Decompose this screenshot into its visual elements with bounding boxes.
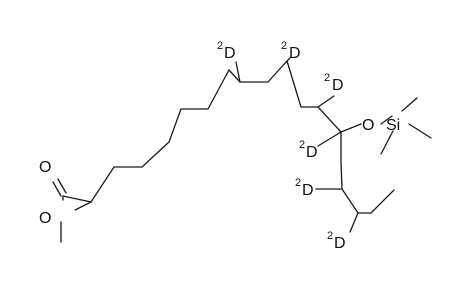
label-d-c15: D — [302, 182, 314, 199]
isotope-c10: 2 — [217, 40, 223, 52]
label-o-ether: O — [362, 117, 374, 134]
label-o-carbonyl: O — [39, 159, 51, 176]
label-d-c10: D — [224, 45, 236, 62]
label-si: Si — [386, 117, 400, 134]
bond-c10-d — [235, 61, 241, 83]
isotope-c12: 2 — [324, 72, 330, 84]
chain-c10-c14 — [239, 60, 342, 133]
label-d-c11: D — [289, 45, 301, 62]
label-d-c13: D — [306, 144, 318, 161]
label-o-ester: O — [39, 210, 51, 227]
atom-labels: O O O Si 2 D 2 D 2 D 2 D 2 D 2 D — [39, 40, 400, 252]
label-d-c16: D — [334, 235, 346, 252]
isotope-c16: 2 — [327, 230, 333, 242]
isotope-c15: 2 — [295, 177, 301, 189]
chain-c1-c10 — [62, 69, 241, 203]
bond-c16-d — [349, 212, 359, 233]
bond-o-c1 — [74, 201, 92, 211]
bond-c13-d — [317, 131, 342, 147]
chain-c14-c17 — [340, 131, 395, 214]
bond-si-me1 — [401, 97, 418, 112]
bond-lines — [52, 57, 432, 243]
isotope-c11: 2 — [281, 40, 287, 52]
isotope-c13: 2 — [299, 139, 305, 151]
bond-c13-o — [340, 123, 362, 133]
bond-c1-o-double-b — [57, 178, 67, 194]
bond-c1-o-double-a — [52, 181, 62, 197]
bond-c11-d — [286, 57, 291, 62]
bond-si-me3 — [380, 130, 394, 155]
bond-c12-d — [317, 95, 335, 108]
label-d-c12: D — [332, 77, 344, 94]
bond-si-me2 — [408, 123, 432, 139]
bond-o-si — [380, 115, 393, 125]
